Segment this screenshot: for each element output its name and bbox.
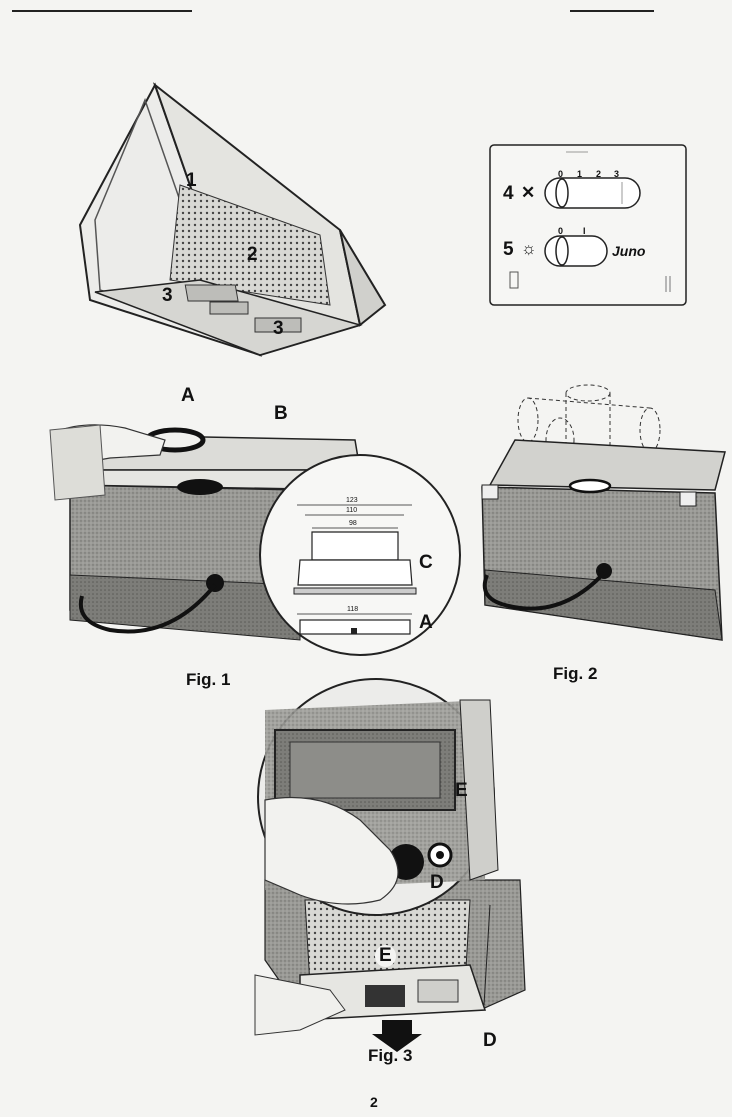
fig2-illustration xyxy=(481,384,726,641)
fan-icon: ✕ xyxy=(521,183,536,202)
fig3-caption: Fig. 3 xyxy=(368,1046,413,1065)
fig1-caption: Fig. 1 xyxy=(186,670,231,689)
control-panel-illustration xyxy=(489,144,687,306)
fig3-label-d-bottom: D xyxy=(483,1030,497,1051)
light-scale-1: I xyxy=(583,226,586,236)
fig3-label-e-zoom: E xyxy=(455,780,468,801)
fig1-label-a-ring: A xyxy=(181,385,195,406)
fan-scale-3: 3 xyxy=(614,169,620,179)
fig2-caption: Fig. 2 xyxy=(553,664,598,683)
fan-scale-0: 0 xyxy=(558,169,564,179)
hood-label-3-right: 3 xyxy=(273,318,284,339)
top-rule-right xyxy=(570,10,654,12)
hood-label-2: 2 xyxy=(247,244,258,265)
fig3-label-e-filter: E xyxy=(375,945,396,967)
fig3-label-d-zoom: D xyxy=(430,872,444,893)
hood-illustration xyxy=(78,82,387,357)
fig1-label-b-hole: B xyxy=(274,403,288,424)
page-number: 2 xyxy=(370,1094,378,1110)
brand-logo: Juno xyxy=(612,243,646,259)
top-rule-left xyxy=(12,10,192,12)
fig1-label-c: C xyxy=(419,552,433,573)
hood-label-3-left: 3 xyxy=(162,285,173,306)
lamp-icon: ☼ xyxy=(521,239,537,258)
fig1-label-a-detail: A xyxy=(419,612,433,633)
fig1-illustration xyxy=(49,424,461,656)
fan-scale-1: 1 xyxy=(577,169,583,179)
fig1-dim-123: 123 xyxy=(346,497,358,504)
fig1-dim-118: 118 xyxy=(347,606,359,613)
light-control-number: 5 xyxy=(503,239,514,260)
fan-control-number: 4 xyxy=(503,183,514,204)
light-scale-0: 0 xyxy=(558,226,564,236)
hood-label-1: 1 xyxy=(186,170,197,191)
fig1-dim-110: 110 xyxy=(346,507,358,514)
fig3-illustration xyxy=(254,678,526,1052)
fig1-dim-98: 98 xyxy=(349,520,357,527)
fan-scale-2: 2 xyxy=(596,169,602,179)
